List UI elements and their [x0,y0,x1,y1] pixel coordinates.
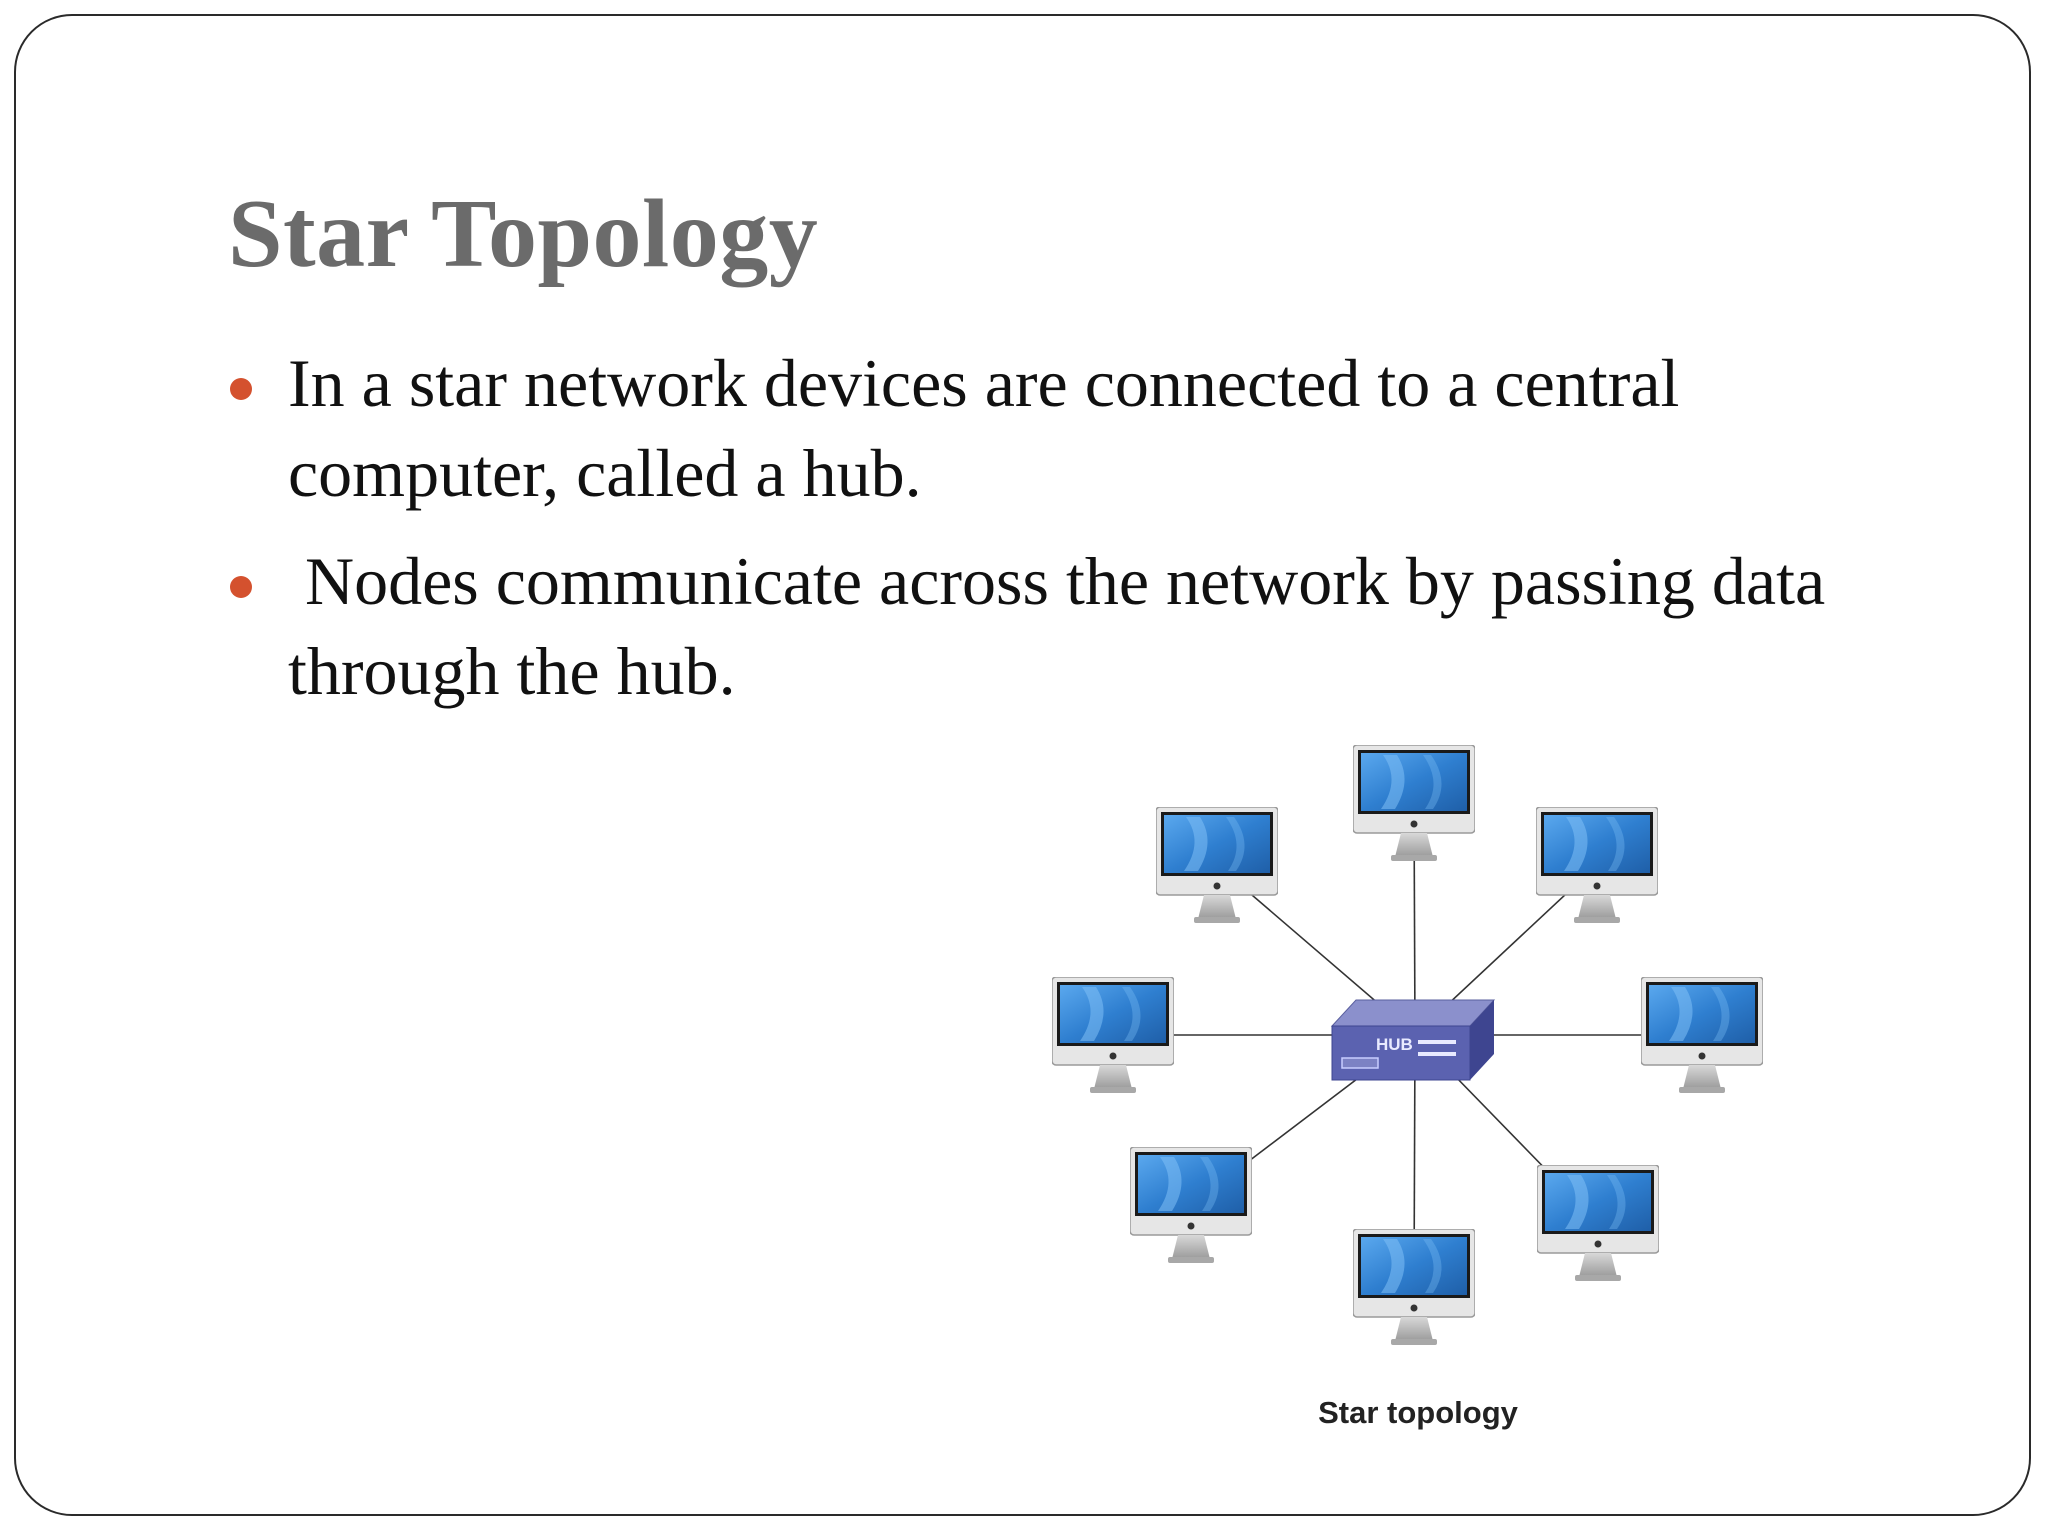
computer-node-top computer-icon [1353,745,1475,862]
hub-indicator-icon [1418,1040,1456,1044]
computer-node-bottom computer-icon [1353,1229,1475,1346]
computer-node-right computer-icon [1641,977,1763,1094]
bullet-icon [230,378,252,400]
star-topology-diagram: HUB Star topology [1052,745,1763,1430]
computer-node-left computer-icon [1052,977,1174,1094]
hub-port-icon [1341,1057,1379,1069]
bullet-text: Nodes communicate across the network by … [288,543,1843,709]
hub-device: HUB [1330,999,1496,1081]
slide-frame [14,14,2031,1516]
bullet-icon [230,576,252,598]
computer-node-bottom-right computer-icon [1537,1165,1659,1282]
hub-label: HUB [1376,1035,1413,1054]
bullet-list: In a star network devices are connected … [228,338,1868,734]
bullet-item: Nodes communicate across the network by … [228,536,1868,716]
bullet-item: In a star network devices are connected … [228,338,1868,518]
diagram-caption: Star topology [1318,1395,1519,1430]
hub-side-face [1470,1000,1494,1080]
bullet-text: In a star network devices are connected … [288,345,1680,511]
hub-top-face [1330,999,1496,1027]
computer-node-bottom-left computer-icon [1130,1147,1252,1264]
slide-title: Star Topology [228,180,819,288]
computer-node-top-left computer-icon [1156,807,1278,924]
hub-indicator-icon [1418,1052,1456,1056]
